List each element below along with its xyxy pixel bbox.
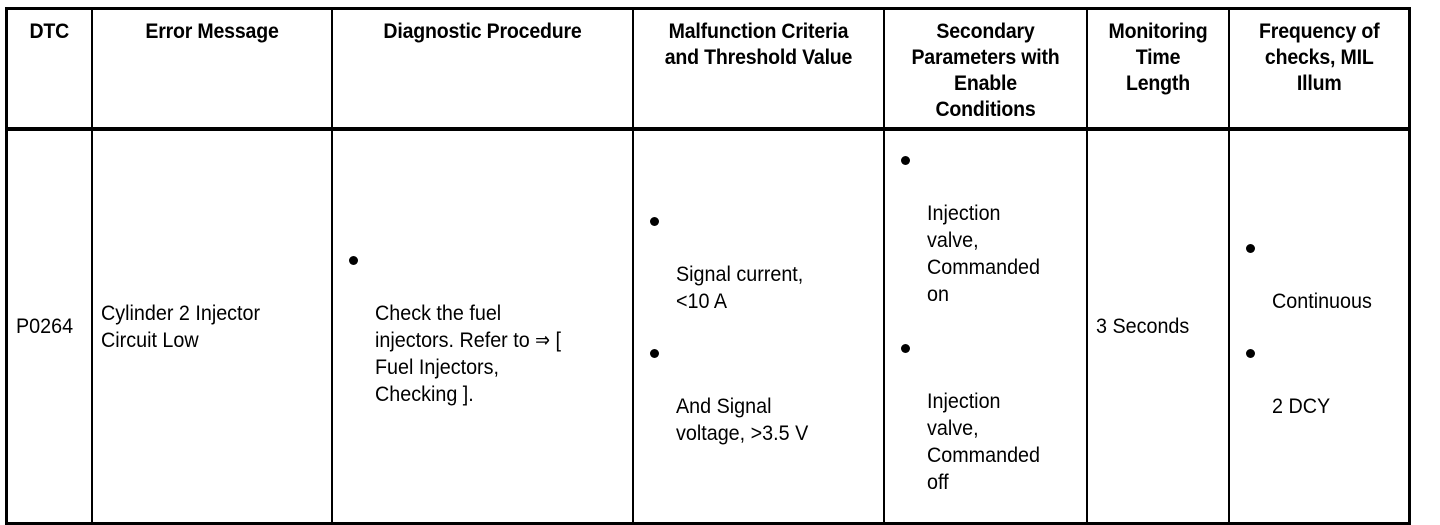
cell-malfunction-criteria: Signal current, <10 A And Signal voltage…: [631, 129, 885, 524]
error-message-text: Cylinder 2 Injector Circuit Low: [100, 301, 260, 352]
cell-secondary-parameters: Injection valve, Commanded on Injection …: [882, 129, 1088, 524]
column-header-frequency-of-checks: Frequency of checks, MIL Illum: [1227, 8, 1410, 131]
list-item: Injection valve, Commanded on: [893, 146, 1080, 308]
column-header-malfunction-criteria-label: Malfunction Criteria and Threshold Value: [664, 20, 852, 69]
cell-frequency-of-checks: Continuous 2 DCY: [1227, 129, 1410, 524]
bullet-icon: [649, 216, 659, 226]
list-item-label: 2 DCY: [1271, 394, 1330, 418]
frequency-of-checks-list: Continuous 2 DCY: [1238, 234, 1403, 420]
dtc-diagnostics-table: DTC Error Message Diagnostic Procedure M…: [5, 7, 1411, 525]
malfunction-criteria-list: Signal current, <10 A And Signal voltage…: [642, 207, 877, 447]
diagnostic-procedure-list: Check the fuel injectors. Refer to ⇒ [ F…: [341, 246, 626, 408]
list-item-label: Check the fuel injectors. Refer to ⇒ [ F…: [374, 301, 561, 406]
column-header-monitoring-time-length-label: Monitoring Time Length: [1107, 20, 1208, 95]
dtc-table-container: DTC Error Message Diagnostic Procedure M…: [5, 7, 1411, 525]
dtc-code: P0264: [16, 315, 74, 338]
bullet-icon: [900, 156, 910, 165]
list-item-label: Injection valve, Commanded off: [926, 390, 1040, 494]
list-item: Check the fuel injectors. Refer to ⇒ [ F…: [341, 246, 626, 408]
column-header-frequency-of-checks-label: Frequency of checks, MIL Illum: [1258, 20, 1380, 95]
list-item-label: Continuous: [1271, 289, 1372, 313]
list-item-label: And Signal voltage, >3.5 V: [675, 394, 808, 445]
cell-monitoring-time-length: 3 Seconds: [1085, 129, 1230, 524]
list-item: Signal current, <10 A: [642, 207, 877, 315]
bullet-icon: [1245, 348, 1255, 358]
list-item: Injection valve, Commanded off: [893, 334, 1080, 496]
list-item: 2 DCY: [1238, 339, 1403, 420]
column-header-secondary-parameters-label: Secondary Parameters with Enable Conditi…: [910, 20, 1060, 121]
column-header-error-message-label: Error Message: [144, 20, 279, 43]
list-item-label: Injection valve, Commanded on: [926, 202, 1040, 306]
cell-error-message: Cylinder 2 Injector Circuit Low: [90, 129, 333, 524]
bullet-icon: [1245, 243, 1255, 253]
column-header-monitoring-time-length: Monitoring Time Length: [1085, 8, 1230, 131]
column-header-diagnostic-procedure: Diagnostic Procedure: [330, 8, 634, 131]
bullet-icon: [649, 348, 659, 358]
list-item: And Signal voltage, >3.5 V: [642, 339, 877, 447]
table-row: P0264 Cylinder 2 Injector Circuit Low Ch…: [6, 129, 1410, 524]
bullet-icon: [900, 344, 910, 353]
table-header-row: DTC Error Message Diagnostic Procedure M…: [6, 8, 1410, 131]
column-header-secondary-parameters: Secondary Parameters with Enable Conditi…: [882, 8, 1088, 131]
column-header-error-message: Error Message: [90, 8, 333, 131]
column-header-malfunction-criteria: Malfunction Criteria and Threshold Value: [631, 8, 885, 131]
cell-diagnostic-procedure: Check the fuel injectors. Refer to ⇒ [ F…: [330, 129, 634, 524]
cell-dtc: P0264: [6, 129, 93, 524]
list-item: Continuous: [1238, 234, 1403, 315]
column-header-dtc-label: DTC: [29, 20, 70, 43]
column-header-diagnostic-procedure-label: Diagnostic Procedure: [382, 20, 582, 43]
monitoring-time-value: 3 Seconds: [1095, 315, 1189, 338]
column-header-dtc: DTC: [6, 8, 93, 131]
list-item-label: Signal current, <10 A: [675, 262, 803, 313]
bullet-icon: [348, 255, 358, 265]
